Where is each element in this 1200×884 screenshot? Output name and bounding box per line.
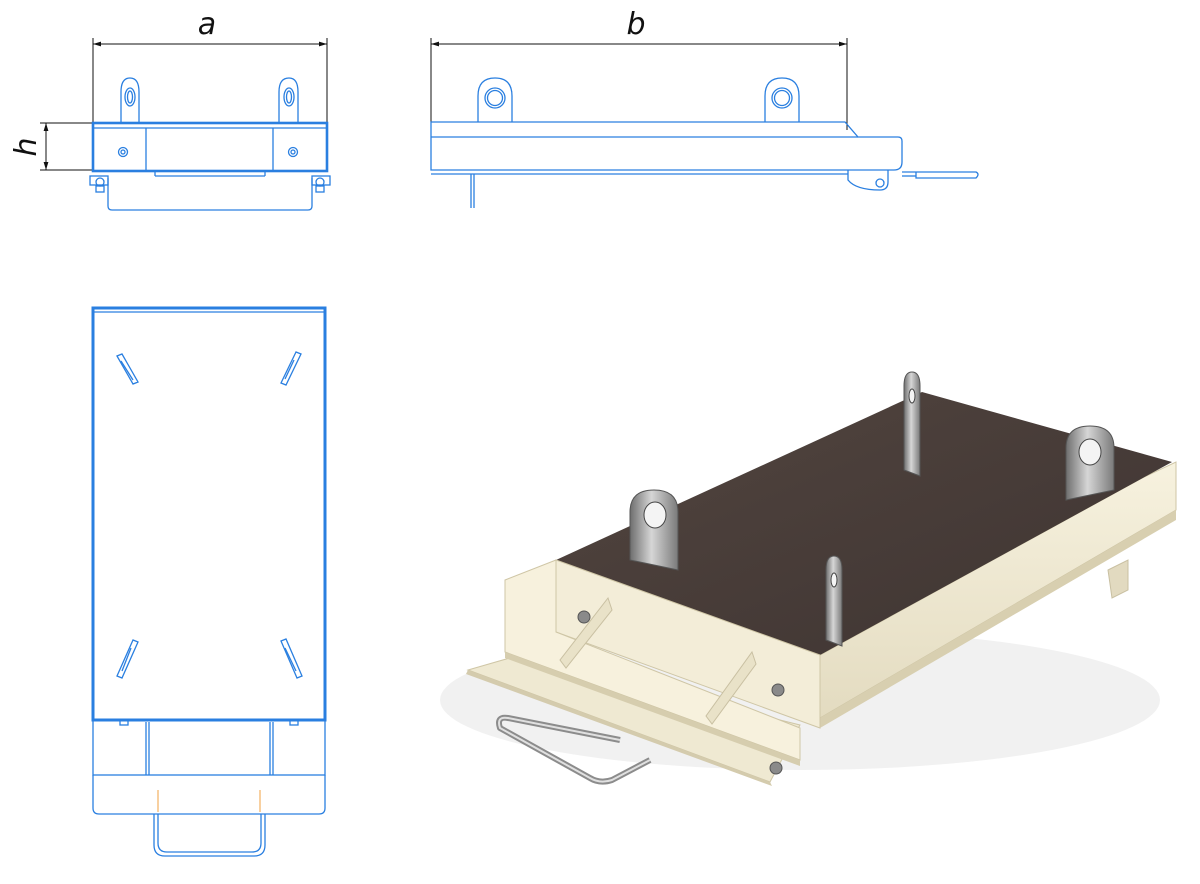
dimension-a: a [92, 7, 328, 122]
top-handle-inner [157, 814, 262, 853]
front-lifting-eye-right [278, 77, 299, 122]
bolt-front-right [771, 683, 785, 697]
dimension-b: b [430, 7, 848, 130]
dimension-h-label: h [9, 137, 44, 156]
gusset-right [705, 650, 757, 725]
render-lifting-eye-back [1065, 425, 1115, 501]
top-slot-tl [116, 353, 139, 385]
bolt-hinge [769, 761, 783, 775]
front-bolt-right [311, 175, 331, 193]
side-tray-body [430, 121, 903, 171]
render-lifting-eye-top [903, 371, 921, 477]
side-hinge [847, 170, 889, 191]
isometric-render [440, 371, 1177, 786]
top-view [91, 306, 327, 857]
side-handle [902, 171, 979, 179]
front-view: a h [9, 7, 331, 211]
front-bottom-pan [107, 178, 313, 211]
top-bottom-pan [92, 775, 326, 815]
front-lifting-eye-left [120, 77, 140, 122]
dimension-b-label: b [626, 7, 645, 42]
top-front-box [92, 719, 326, 776]
side-view: b [430, 7, 979, 208]
top-plate [556, 392, 1172, 655]
bolt-front-left [577, 610, 591, 624]
gusset-left [559, 596, 613, 669]
front-bolt-left [89, 175, 109, 193]
top-slot-br [280, 638, 303, 679]
dimension-a-label: a [198, 7, 216, 42]
top-slot-tr [280, 351, 302, 386]
top-slot-bl [116, 639, 139, 679]
render-lifting-eye-front [825, 555, 843, 647]
render-lifting-eye-left [629, 489, 679, 571]
top-handle-outer [153, 814, 266, 857]
front-tray-body [91, 121, 329, 173]
dimension-h: h [9, 122, 92, 171]
side-lifting-eye-left [477, 77, 513, 122]
side-lifting-eye-right [764, 77, 800, 122]
